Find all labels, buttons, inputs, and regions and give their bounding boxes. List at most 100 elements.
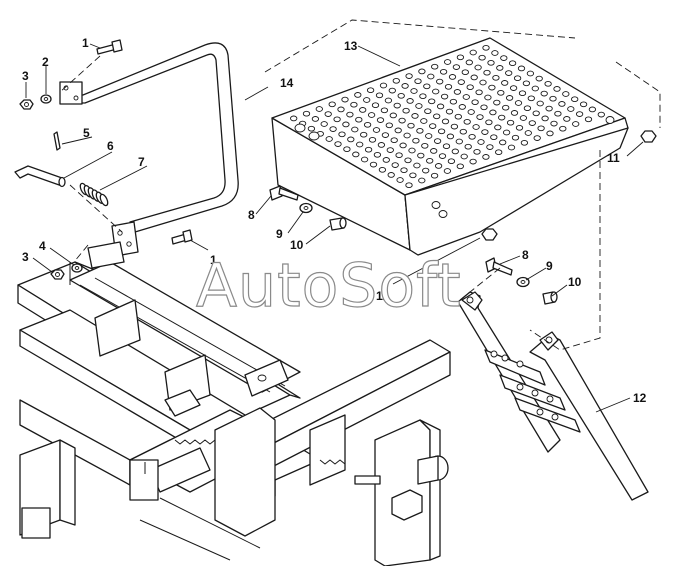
- perforation-hole: [347, 136, 355, 143]
- perforation-hole: [416, 127, 424, 134]
- perforation-hole: [502, 104, 510, 111]
- perforation-hole: [342, 121, 350, 128]
- perforation-hole: [363, 97, 371, 103]
- perforation-hole: [466, 84, 474, 91]
- perforation-hole: [421, 142, 429, 149]
- perforation-hole: [444, 83, 453, 90]
- perforation-hole: [562, 91, 570, 97]
- perforation-hole: [467, 109, 475, 115]
- perforation-hole: [338, 131, 346, 138]
- perforation-hole: [497, 89, 505, 96]
- callout-6: 6: [107, 139, 114, 153]
- cotter-pin-5: [53, 131, 61, 151]
- perforation-hole: [396, 177, 404, 183]
- spring-coil: [99, 193, 109, 207]
- perforation-hole: [513, 75, 522, 82]
- perforation-hole: [478, 54, 486, 61]
- perforation-hole: [453, 89, 462, 95]
- perforation-hole: [482, 154, 490, 160]
- perforation-hole: [514, 100, 523, 106]
- perforation-hole: [359, 107, 367, 113]
- perforation-hole: [436, 103, 445, 110]
- perforation-hole: [546, 130, 554, 137]
- perforation-hole: [452, 64, 461, 70]
- perforation-hole: [433, 138, 442, 144]
- callout-10-plate: 10: [290, 238, 304, 252]
- perforation-hole: [302, 110, 311, 117]
- perforation-hole: [495, 149, 503, 156]
- perforation-hole: [350, 101, 358, 108]
- perforation-hole: [341, 96, 349, 103]
- perforation-hole: [446, 133, 455, 140]
- perforation-hole: [520, 139, 529, 146]
- perforation-hole: [368, 136, 377, 143]
- spring-7: [79, 182, 109, 207]
- perforation-hole: [483, 69, 491, 76]
- perforation-hole: [334, 141, 342, 147]
- perforation-hole: [386, 147, 394, 153]
- perforation-hole: [377, 142, 386, 148]
- perforation-hole: [559, 125, 567, 132]
- perforation-hole: [400, 167, 408, 174]
- perforation-hole: [461, 69, 469, 76]
- perforation-hole: [553, 86, 561, 92]
- perforation-hole: [325, 136, 333, 142]
- perforation-hole: [412, 137, 420, 144]
- perforation-hole: [394, 127, 402, 134]
- perforation-hole: [575, 111, 584, 117]
- perforation-hole: [563, 116, 571, 122]
- pin-6: [14, 165, 66, 188]
- perforation-hole: [489, 109, 497, 116]
- perforation-hole: [544, 80, 552, 87]
- perforation-hole: [385, 122, 393, 129]
- perforation-hole: [447, 158, 456, 165]
- perforation-hole: [376, 117, 385, 123]
- perforation-hole: [588, 106, 597, 113]
- perforation-hole: [346, 111, 354, 118]
- perforation-hole: [472, 124, 480, 130]
- perforation-hole: [371, 102, 380, 109]
- perforation-hole: [315, 106, 323, 112]
- perforation-hole: [480, 104, 488, 111]
- perforation-hole: [387, 172, 395, 178]
- perforation-hole: [328, 101, 336, 108]
- perforation-hole: [404, 157, 412, 164]
- perforation-hole: [429, 123, 437, 129]
- nut-3-top: [19, 99, 34, 110]
- perforation-hole: [375, 92, 384, 99]
- perforation-hole: [448, 74, 457, 80]
- perforation-hole: [343, 146, 351, 153]
- perforation-hole: [378, 166, 387, 173]
- perforation-hole: [540, 90, 548, 97]
- perforation-hole: [389, 112, 397, 119]
- callout-7: 7: [138, 155, 145, 169]
- perforation-hole: [433, 113, 441, 120]
- perforation-hole: [505, 95, 514, 101]
- perforation-hole: [456, 54, 465, 61]
- perforation-hole: [360, 131, 368, 138]
- perforation-hole: [406, 98, 414, 104]
- perforation-hole: [290, 115, 298, 122]
- perforation-hole: [442, 143, 451, 150]
- perforation-hole: [499, 139, 507, 146]
- callout-12: 12: [633, 391, 647, 405]
- callout-4: 4: [39, 239, 46, 253]
- perforation-hole: [541, 115, 549, 122]
- perforation-hole: [457, 79, 465, 85]
- perforation-hole: [369, 161, 378, 168]
- spacer-10-bracket: [542, 291, 558, 305]
- perforation-hole: [333, 116, 341, 123]
- perforation-hole: [528, 120, 536, 126]
- perforation-hole: [523, 105, 532, 112]
- callout-14: 14: [280, 76, 294, 90]
- callout-9-bracket: 9: [546, 259, 553, 273]
- perforation-hole: [409, 172, 417, 179]
- perforation-hole: [418, 177, 426, 184]
- perforation-hole: [533, 135, 541, 141]
- perforation-hole: [415, 103, 423, 109]
- perforation-hole: [366, 87, 375, 94]
- callout-9-plate: 9: [276, 227, 283, 241]
- perforation-hole: [477, 139, 485, 145]
- perforation-hole: [507, 144, 516, 151]
